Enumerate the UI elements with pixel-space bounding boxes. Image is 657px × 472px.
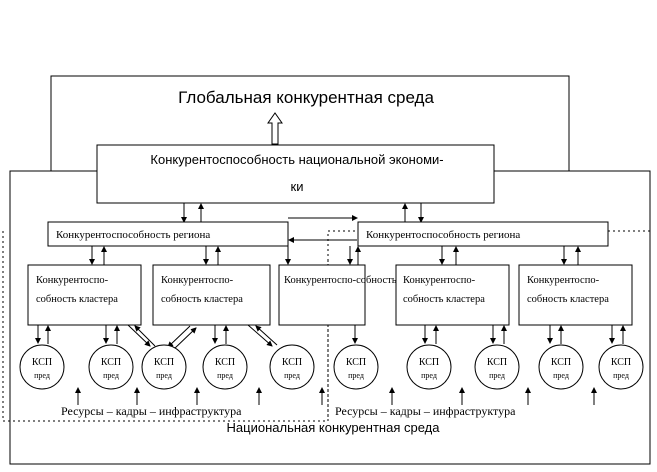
firm-label-7-line1: КСП	[419, 357, 439, 368]
cluster-label-2-line2: собность кластера	[161, 294, 243, 305]
firm-label-10-line1: КСП	[611, 357, 631, 368]
cluster-label-4-line1: Конкурентоспо-	[403, 275, 476, 286]
cluster-box-5	[518, 264, 633, 326]
firm-label-8-line2: пред	[489, 371, 505, 380]
firm-label-10-line2: пред	[613, 371, 629, 380]
resource-arrows	[75, 387, 597, 405]
cluster-label-5-line1: Конкурентоспо-	[527, 275, 600, 286]
cluster-label-5-line2: собность кластера	[527, 294, 609, 305]
cluster-box-4	[395, 264, 510, 326]
cluster-box-1	[27, 264, 142, 326]
firm-circle-1	[19, 344, 65, 390]
resources-label-left: Ресурсы – кадры – инфраструктура	[61, 404, 242, 418]
firm-label-5-line2: пред	[284, 371, 300, 380]
firm-label-2-line2: пред	[103, 371, 119, 380]
region-label-1: Конкурентоспособность региона	[56, 229, 210, 241]
national-economy-label-line1: Конкурентоспособность национальной эконо…	[150, 152, 443, 167]
firm-label-9-line1: КСП	[551, 357, 571, 368]
firm-circle-10	[598, 344, 644, 390]
firm-label-6-line2: пред	[348, 371, 364, 380]
firm-label-5-line1: КСП	[282, 357, 302, 368]
firm-label-7-line2: пред	[421, 371, 437, 380]
firm-circle-3	[141, 344, 187, 390]
firm-label-2-line1: КСП	[101, 357, 121, 368]
cluster-box-2	[152, 264, 271, 326]
region-zone-dashed-outline	[2, 230, 650, 422]
resources-label-right: Ресурсы – кадры – инфраструктура	[335, 404, 516, 418]
firm-label-4-line1: КСП	[215, 357, 235, 368]
firm-circle-4	[202, 344, 248, 390]
national-economy-box	[96, 144, 495, 204]
firm-circle-8	[474, 344, 520, 390]
firm-label-6-line1: КСП	[346, 357, 366, 368]
national-environment-title: Национальная конкурентная среда	[227, 420, 441, 435]
cluster-firm-arrows	[35, 324, 626, 351]
region-box-2	[357, 221, 609, 247]
region-box-1	[47, 221, 289, 247]
cluster-label-1-line1: Конкурентоспо-	[36, 275, 109, 286]
national-economy-label-line2: ки	[291, 179, 304, 194]
cluster-label-2-line1: Конкурентоспо-	[161, 275, 234, 286]
firm-label-8-line1: КСП	[487, 357, 507, 368]
firm-label-3-line1: КСП	[154, 357, 174, 368]
cluster-box-3	[278, 264, 366, 326]
firm-label-3-line2: пред	[156, 371, 172, 380]
firm-label-9-line2: пред	[553, 371, 569, 380]
cluster-label-1-line2: собность кластера	[36, 294, 118, 305]
firm-circle-2	[88, 344, 134, 390]
firm-label-4-line2: пред	[217, 371, 233, 380]
firm-label-1-line1: КСП	[32, 357, 52, 368]
hollow-up-arrow-icon	[267, 112, 283, 145]
cluster-label-4-line2: собность кластера	[403, 294, 485, 305]
firm-circle-5	[269, 344, 315, 390]
global-environment-title: Глобальная конкурентная среда	[178, 88, 434, 107]
firm-label-1-line2: пред	[34, 371, 50, 380]
firm-circle-9	[538, 344, 584, 390]
firm-circle-6	[333, 344, 379, 390]
region-label-2: Конкурентоспособность региона	[366, 229, 520, 241]
firm-circle-7	[406, 344, 452, 390]
cluster-label-3-line2: Конкурентоспо-собность кластера	[284, 275, 438, 286]
